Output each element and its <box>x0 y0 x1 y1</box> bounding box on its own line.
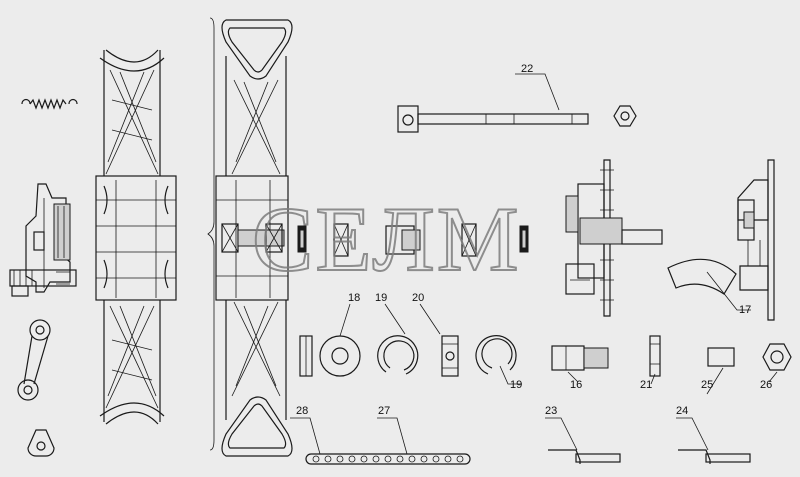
pin <box>649 335 661 377</box>
callout-19-left: 19 <box>375 292 387 304</box>
brake-shoe <box>667 258 737 295</box>
retaining-ring-left <box>377 335 419 375</box>
left-hub-assembly <box>9 183 77 297</box>
brake-drum <box>737 159 775 321</box>
callout-23: 23 <box>545 405 557 417</box>
callout-19-right: 19 <box>510 379 522 391</box>
watermark-text: СЕЛМ <box>252 188 521 290</box>
assembly-brace <box>207 17 215 451</box>
bearing-small <box>441 335 459 377</box>
callout-22: 22 <box>521 63 533 75</box>
hex-nut <box>762 343 792 371</box>
callout-17: 17 <box>739 304 751 316</box>
callout-18: 18 <box>348 292 360 304</box>
shaft-sleeve <box>551 345 609 371</box>
l-bolt-left <box>548 449 621 464</box>
callout-20: 20 <box>412 292 424 304</box>
callout-26: 26 <box>760 379 772 391</box>
l-bolt-right <box>678 449 751 464</box>
callout-labels: 22 17 18 19 20 19 16 21 25 26 28 27 23 2… <box>296 63 772 417</box>
callout-25: 25 <box>701 379 713 391</box>
callout-28: 28 <box>296 405 308 417</box>
bearing-set <box>333 223 529 257</box>
tension-spring <box>21 98 78 110</box>
block <box>707 347 735 367</box>
callout-27: 27 <box>378 405 390 417</box>
retaining-ring-right <box>475 335 517 375</box>
roller-chain <box>305 453 471 465</box>
crank-arm <box>17 319 51 401</box>
callout-21: 21 <box>640 379 652 391</box>
callout-16: 16 <box>570 379 582 391</box>
callout-leaders <box>290 73 778 455</box>
callout-24: 24 <box>676 405 688 417</box>
long-bolt <box>397 105 637 133</box>
left-wheel <box>95 49 177 425</box>
wheel-with-tyre <box>215 19 307 457</box>
sprocket-hub <box>565 159 663 317</box>
small-bracket <box>27 429 55 457</box>
washer <box>319 335 361 377</box>
spacer-plate <box>299 335 313 377</box>
